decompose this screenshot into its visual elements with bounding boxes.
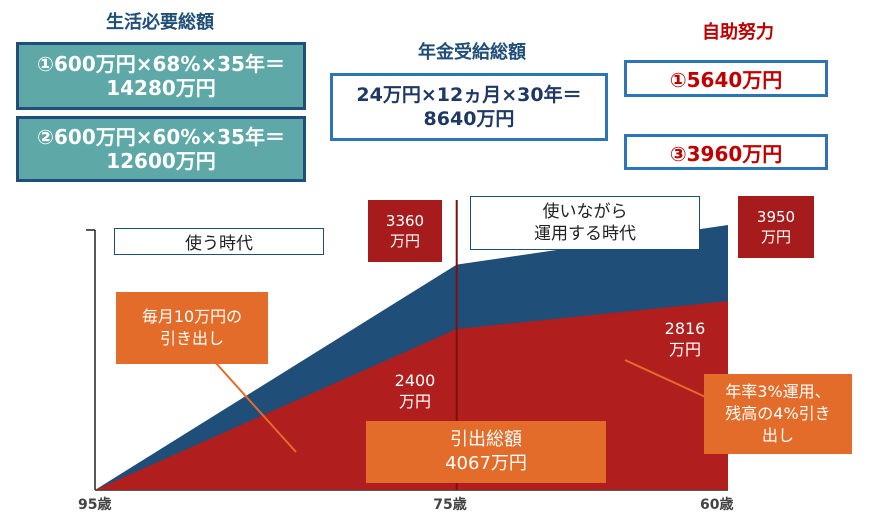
x-tick-75: 75歳 xyxy=(433,497,467,513)
rate-callout-text-2: 残高の4%引き xyxy=(725,404,831,423)
self-effort-result2: ③3960万円 xyxy=(624,134,828,170)
rate-callout-text-3: 出し xyxy=(761,426,794,445)
rate-callout-text-1: 年率3%運用、 xyxy=(725,382,831,401)
phase-spend-label: 使う時代 xyxy=(114,228,324,255)
phase-invest-text-1: 使いながら xyxy=(542,202,628,222)
monthly-callout-text-1: 毎月10万円の xyxy=(141,307,243,326)
phase-invest-text-2: 運用する時代 xyxy=(534,224,636,244)
value-2400-unit: 万円 xyxy=(398,392,431,411)
investment-rate-callout: 年率3%運用、 残高の4%引き 出し xyxy=(704,374,852,454)
case2-result: 12600万円 xyxy=(106,149,216,173)
value-2816-number: 2816 xyxy=(664,319,706,338)
case1-result: 14280万円 xyxy=(106,76,216,100)
x-tick-95: 95歳 xyxy=(78,497,112,513)
balance-3360-unit: 万円 xyxy=(389,232,420,250)
value-2400-number: 2400 xyxy=(394,371,436,390)
withdrawal-total-value: 4067万円 xyxy=(445,453,527,474)
monthly-callout-text-2: 引き出し xyxy=(159,329,224,348)
living-required-heading: 生活必要総額 xyxy=(106,12,214,33)
self-effort-heading: 自助努力 xyxy=(702,22,774,43)
value-2816-label: 2816 万円 xyxy=(650,318,720,360)
balance-3360-value: 3360 xyxy=(385,212,425,230)
pension-formula-box: 24万円×12ヵ月×30年＝ 8640万円 xyxy=(330,73,608,141)
monthly-callout-connector xyxy=(214,361,297,453)
monthly-withdrawal-callout: 毎月10万円の 引き出し xyxy=(116,292,268,364)
living-required-case2-box: ②600万円×60%×35年＝ 12600万円 xyxy=(16,116,306,182)
withdrawal-total-label: 引出総額 xyxy=(450,429,522,450)
self-effort-result1: ①5640万円 xyxy=(624,60,828,97)
pension-formula: 24万円×12ヵ月×30年＝ xyxy=(356,84,582,106)
phase-spend-text: 使う時代 xyxy=(185,234,253,254)
balance-3950-unit: 万円 xyxy=(760,228,791,246)
living-required-case1-box: ①600万円×68%×35年＝ 14280万円 xyxy=(16,42,306,110)
pension-heading: 年金受給総額 xyxy=(418,42,526,63)
phase-invest-label: 使いながら 運用する時代 xyxy=(470,196,700,250)
value-2400-label: 2400 万円 xyxy=(380,370,450,412)
balance-3360-box: 3360 万円 xyxy=(368,200,442,262)
withdrawal-total-box: 引出総額 4067万円 xyxy=(366,421,606,483)
balance-3950-box: 3950 万円 xyxy=(738,196,814,258)
balance-3950-value: 3950 xyxy=(756,208,796,226)
case1-formula: ①600万円×68%×35年＝ xyxy=(37,52,285,76)
case2-formula: ②600万円×60%×35年＝ xyxy=(37,125,285,149)
value-2816-unit: 万円 xyxy=(668,340,701,359)
rate-callout-connector xyxy=(624,359,713,401)
pension-result: 8640万円 xyxy=(423,108,515,130)
x-tick-60: 60歳 xyxy=(700,497,734,513)
